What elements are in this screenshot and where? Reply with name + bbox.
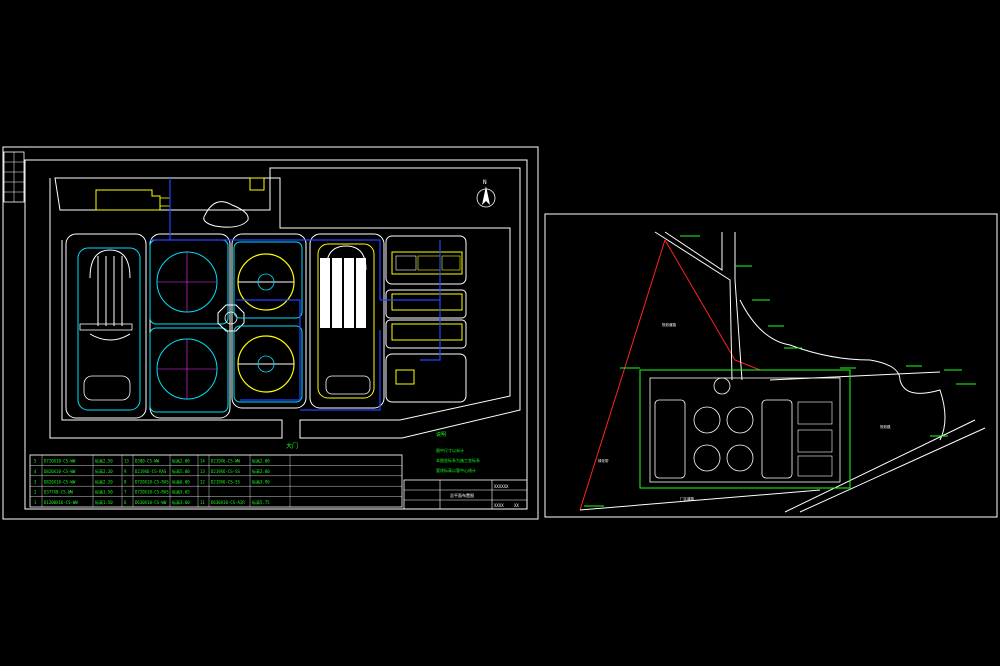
binding-strip [3,151,25,203]
sheet2-label-2: 规划路 [880,424,891,429]
svg-text:管线标高以管中心线计: 管线标高以管中心线计 [436,467,476,473]
table-cell: 5 [34,459,37,464]
table-cell: 标高2.80 [252,458,270,464]
oxidation-ditch-1 [77,247,141,411]
svg-text:XXXXXX: XXXXXX [494,484,509,489]
table-cell: 标高5.00 [172,468,190,474]
distribution-well [217,304,245,332]
table-cell: D720X10-CS-RAS [135,490,169,495]
table-cell: 8 [124,479,127,484]
table-cell: D300-CS-WW [135,459,160,464]
table-cell: 13 [200,469,205,474]
table-cell: 4 [34,469,37,474]
table-cell: 14 [200,459,205,464]
table-cell: D377X8-CS-WW [44,490,73,495]
sheet-1-site-plan: N [2,146,539,520]
table-cell: 1 [34,500,37,505]
sheet-1-inner-border [24,159,528,510]
west-road [49,178,283,439]
table-cell: D720X10-CS-WW [44,459,76,464]
sheet2-label-4: 厂区道路 [680,496,694,501]
sheet2-label-1: 规划道路 [662,322,676,327]
table-cell: 标高2.80 [252,468,270,474]
table-cell: D630X10-CS-AIR [211,500,245,505]
table-cell: D720X10-CS-RAS [135,479,169,484]
table-cell: 标高2.50 [95,458,113,464]
table-cell: 13 [124,459,129,464]
design-notes: 说明 图中尺寸以米计 本图坐标系为施工坐标系 管线标高以管中心线计 [436,431,480,473]
plant-site-block [639,369,851,489]
road-network [579,231,986,513]
north-arrow-icon: N [476,179,496,208]
svg-text:说明: 说明 [436,431,446,438]
svg-text:XX: XX [514,503,519,508]
table-cell: 标高5.75 [252,499,270,505]
table-cell: D1200X16-CS-WW [44,500,78,505]
table-cell: D219X6-CS-RAS [135,469,167,474]
title-block: XXXXXX 总平面布置图 XXXX XX [403,479,528,510]
table-cell: 标高6.00 [172,478,190,484]
sheet-1-outer-border [2,146,539,520]
gate-label: 大门 [286,442,298,450]
table-cell: 2 [34,490,37,495]
svg-text:本图坐标系为施工坐标系: 本图坐标系为施工坐标系 [436,457,480,463]
pipe-network [150,178,441,411]
table-cell: D820X10-CS-WW [44,469,76,474]
table-cell: 标高2.80 [172,458,190,464]
table-cell: 标高3.60 [172,499,190,505]
table-cell: 11 [200,500,205,505]
guard-house [249,177,265,191]
site-boundary-road [54,167,521,439]
svg-text:总平面布置图: 总平面布置图 [450,492,474,498]
table-cell: 标高1.50 [95,489,113,495]
oxidation-ditch-2 [317,243,375,399]
table-cell: 标高2.20 [95,478,113,484]
table-cell: 标高1.50 [95,499,113,505]
table-cell: 6 [124,500,127,505]
table-cell: 标高5.65 [172,489,190,495]
table-cell: 12 [200,479,205,484]
table-cell: D219X6-CS-SS [211,469,240,474]
table-cell: D219X6-CS-WW [211,459,240,464]
table-cell: D820X10-CS-WW [44,479,76,484]
table-cell: 3 [34,479,37,484]
sheet-2-location-plan: 规划道路 规划路 绿化带 厂区道路 [544,213,998,518]
table-cell: 9 [124,469,127,474]
leader-labels [584,235,976,507]
table-cell: D630X10-CS-WW [135,500,167,505]
sheet-2-border [544,213,998,518]
sheet2-label-3: 绿化带 [598,458,609,463]
table-cell: 7 [124,490,127,495]
svg-text:XXXX: XXXX [494,503,504,508]
loop-road [203,201,249,228]
process-area-blocks [65,233,467,419]
table-cell: 标高3.90 [252,478,270,484]
svg-text:N: N [483,179,487,186]
svg-text:图中尺寸以米计: 图中尺寸以米计 [436,447,464,453]
equipment-buildings [391,251,463,385]
table-cell: D219X6-CS-SS [211,479,240,484]
sludge-thickener-tanks [233,241,303,403]
table-cell: 标高2.20 [95,468,113,474]
red-boundary-line [579,239,761,511]
